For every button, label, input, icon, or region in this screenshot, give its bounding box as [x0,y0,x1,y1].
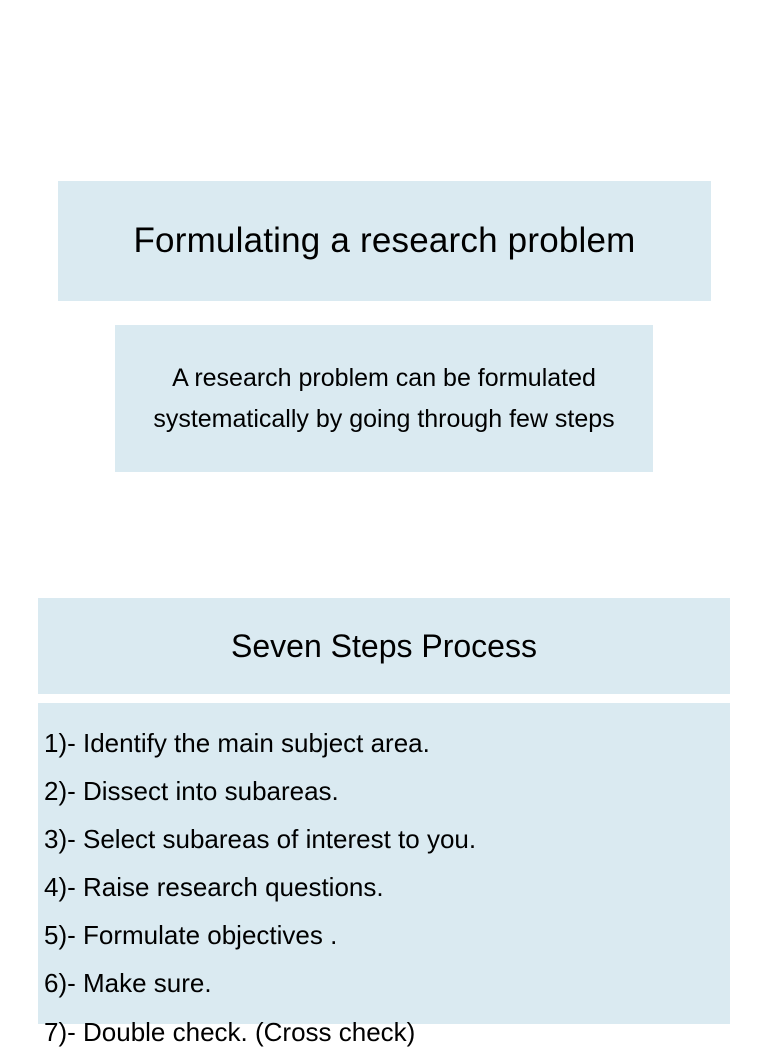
subtitle-block: A research problem can be formulated sys… [115,325,653,472]
list-item: 6)- Make sure. [44,968,212,999]
list-item: 3)- Select subareas of interest to you. [44,824,477,855]
list-item: 5)- Formulate objectives . [44,920,338,951]
title-block: Formulating a research problem [58,181,711,301]
section-heading-block: Seven Steps Process [38,598,730,694]
slide-canvas: Formulating a research problem A researc… [38,181,730,1047]
steps-list-block: 1)- Identify the main subject area. 2)- … [38,703,730,1047]
page-title: Formulating a research problem [133,221,636,260]
list-item: 2)- Dissect into subareas. [44,776,339,807]
list-item: 1)- Identify the main subject area. [44,728,430,758]
list-item: 7)- Double check. (Cross check) [44,1016,416,1047]
section-heading: Seven Steps Process [231,627,537,664]
list-item: 4)- Raise research questions. [44,872,384,903]
subtitle-text: A research problem can be formulated sys… [153,363,615,433]
